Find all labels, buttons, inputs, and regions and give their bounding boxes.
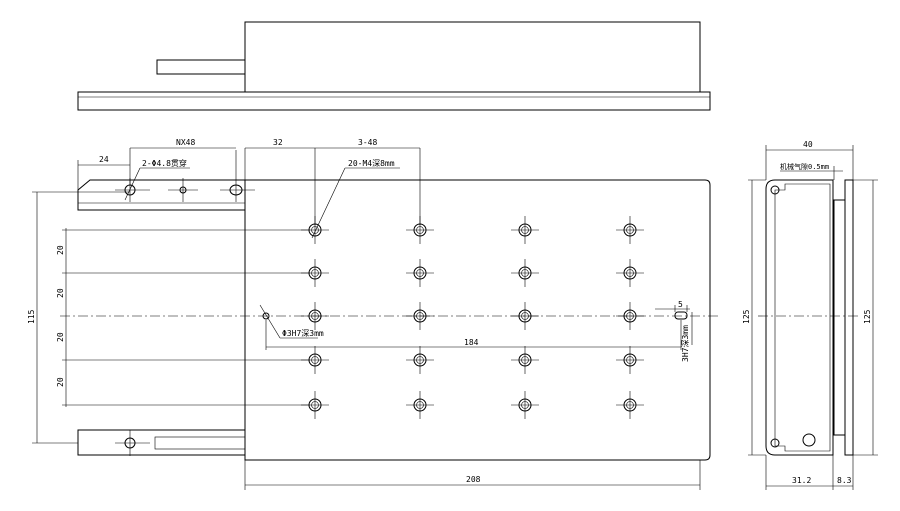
plan-view xyxy=(32,147,720,490)
tapped-hole-grid xyxy=(301,216,644,419)
side-view xyxy=(748,145,878,490)
tapped-hole xyxy=(616,391,644,419)
tapped-hole xyxy=(616,346,644,374)
tapped-hole xyxy=(511,346,539,374)
tapped-hole xyxy=(301,302,329,330)
dim-pitch-3: 20 xyxy=(56,332,65,342)
pin-hole-note: Φ3H7深3mm xyxy=(282,329,324,338)
dim-115: 115 xyxy=(27,309,36,324)
dim-40: 40 xyxy=(803,140,813,149)
dim-125-left: 125 xyxy=(742,309,751,324)
dimension-labels: NX48 24 2-Φ4.8贯穿 32 3-48 20-M4深8mm 20 20… xyxy=(27,138,872,485)
top-view xyxy=(77,21,711,111)
dim-pitch-1: 20 xyxy=(56,245,65,255)
tapped-hole xyxy=(406,259,434,287)
dim-5: 5 xyxy=(678,300,683,309)
through-holes-note: 2-Φ4.8贯穿 xyxy=(142,158,187,168)
dim-3x48: 3-48 xyxy=(358,138,377,147)
dim-pitch-2: 20 xyxy=(56,288,65,298)
tapped-hole xyxy=(406,346,434,374)
dim-nx48: NX48 xyxy=(176,138,195,147)
air-gap-note: 机械气隙0.5mm xyxy=(780,162,829,171)
tapped-hole xyxy=(511,259,539,287)
dim-32: 32 xyxy=(273,138,283,147)
tapped-hole xyxy=(406,391,434,419)
slot-note: 3H7深3mm xyxy=(681,325,690,362)
tapped-hole xyxy=(616,302,644,330)
tapped-holes-note: 20-M4深8mm xyxy=(348,159,395,168)
tapped-hole xyxy=(511,302,539,330)
dim-125-right: 125 xyxy=(863,309,872,324)
dim-184: 184 xyxy=(464,338,479,347)
tapped-hole xyxy=(511,216,539,244)
dim-24: 24 xyxy=(99,155,109,164)
dim-208: 208 xyxy=(466,475,481,484)
through-holes xyxy=(115,150,255,456)
tapped-hole xyxy=(616,259,644,287)
tapped-hole xyxy=(511,391,539,419)
dim-pitch-4: 20 xyxy=(56,377,65,387)
tapped-hole xyxy=(406,302,434,330)
dim-8-3: 8.3 xyxy=(837,476,852,485)
dim-31-2: 31.2 xyxy=(792,476,811,485)
tapped-hole xyxy=(616,216,644,244)
